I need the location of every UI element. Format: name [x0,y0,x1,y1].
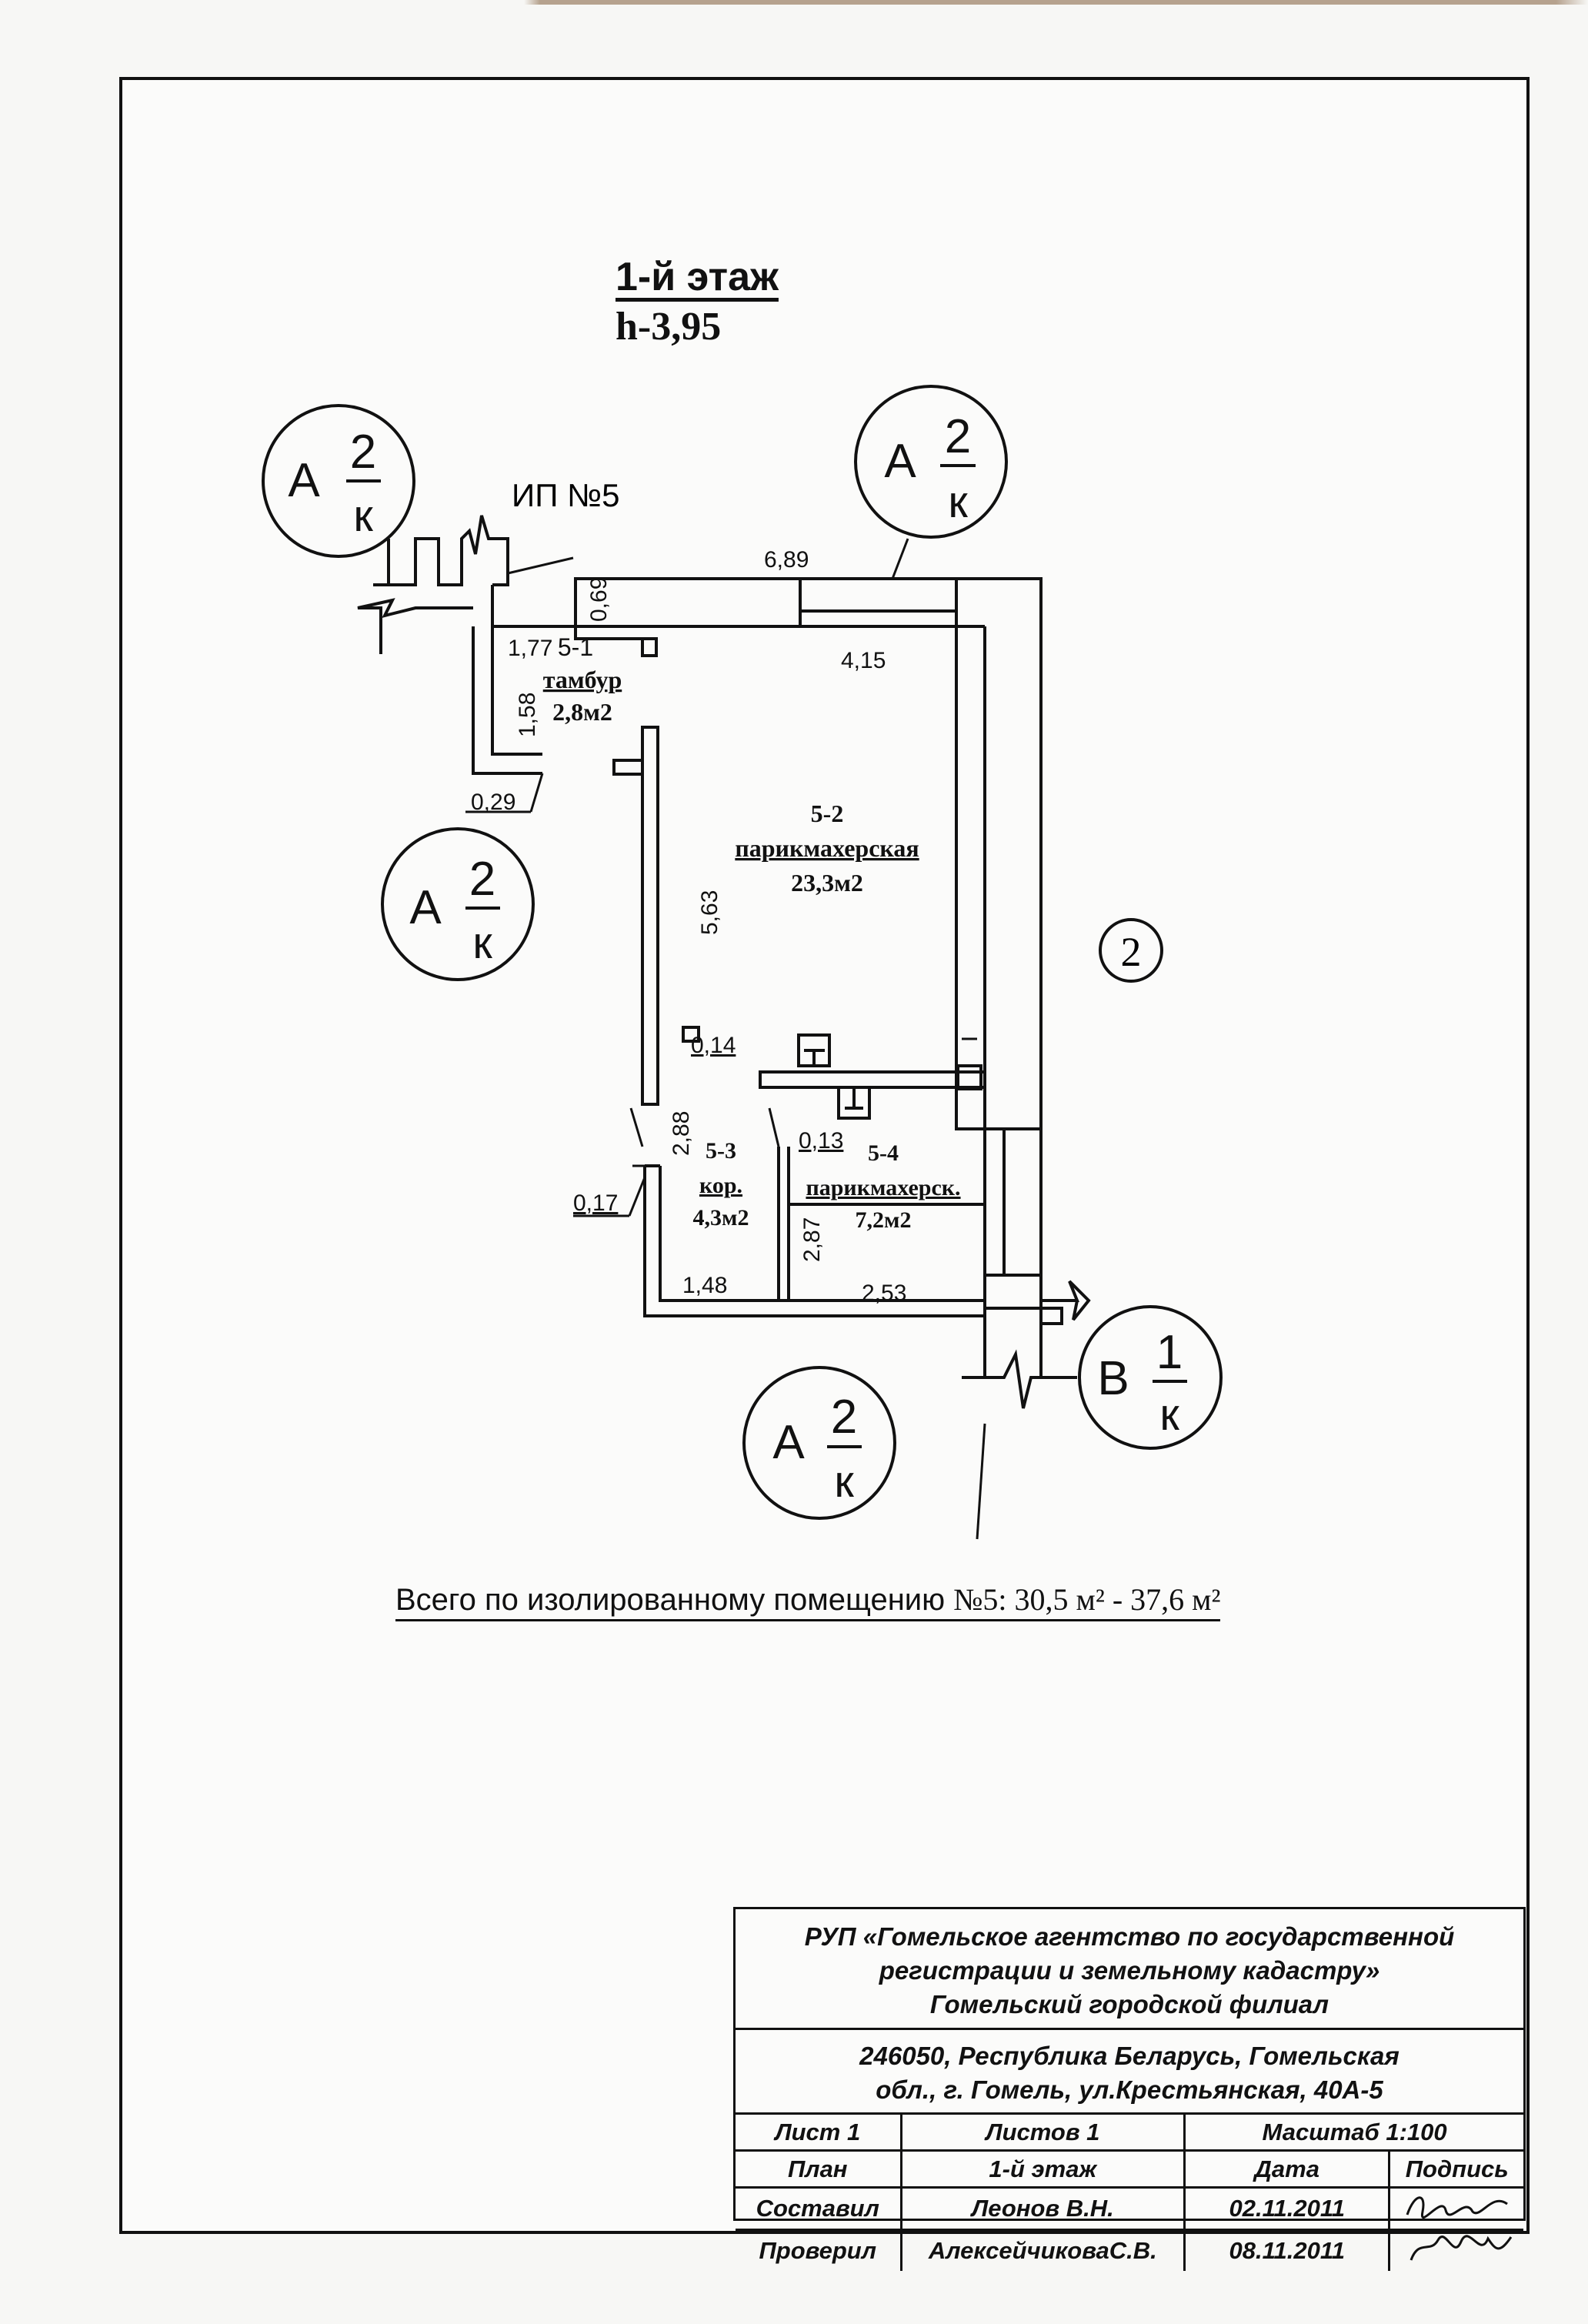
dim-4-15: 4,15 [841,648,886,673]
svg-text:к: к [472,918,492,968]
total-label: Всего по изолированному помещению [395,1583,946,1617]
floor-plan: А 2 к А 2 к А 2 к А 2 к В [262,385,1223,1540]
owner-label: ИП №5 [512,477,619,513]
svg-text:4,3м2: 4,3м2 [693,1205,749,1230]
dim-0-14: 0,14 [691,1033,736,1058]
room-5-4: 5-4 парикмахерск. 7,2м2 [806,1140,960,1233]
total-value: №5: 30,5 м² - 37,6 м² [953,1582,1221,1617]
stamp-row: Лист 1 Листов 1 Масштаб 1:100 [736,2115,1523,2152]
height-label: h-3,95 [616,305,722,349]
stamp-cell: АлексейчиковаС.В. [899,2229,1186,2271]
stamp-row: План 1-й этаж Дата Подпись [736,2149,1523,2189]
dim-1-48: 1,48 [682,1273,727,1298]
svg-text:А: А [772,1416,805,1469]
axis-marker: 2 [1099,918,1163,983]
section-marker-nw: А 2 к [262,404,415,558]
stamp-row: Проверил АлексейчиковаС.В. 08.11.2011 [736,2229,1523,2271]
svg-text:2: 2 [1121,929,1142,975]
dim-0-29: 0,29 [471,790,515,815]
dim-0-17: 0,17 [573,1190,618,1216]
svg-text:к: к [1159,1390,1179,1440]
svg-text:парикмахерская: парикмахерская [735,834,919,862]
svg-text:тамбур: тамбур [543,666,622,693]
partition-middle [759,1070,986,1089]
svg-text:А: А [288,454,320,507]
stamp-cell: Дата [1183,2149,1391,2189]
svg-text:5-3: 5-3 [706,1138,736,1164]
dim-2-53: 2,53 [862,1281,906,1306]
section-marker-ne: А 2 к [854,385,1008,539]
svg-text:к: к [834,1457,854,1507]
stamp-cell: 1-й этаж [899,2149,1186,2189]
stamp-cell: Леонов В.Н. [899,2186,1186,2231]
dim-0-13: 0,13 [799,1128,843,1154]
svg-text:В: В [1097,1352,1129,1405]
svg-text:2,8м2: 2,8м2 [552,698,612,726]
room-5-3: 5-3 кор. 4,3м2 [693,1138,749,1230]
dim-6-89: 6,89 [764,547,809,573]
svg-text:2: 2 [350,426,376,479]
wall-right-lower [983,1127,1043,1277]
address-block: 246050, Республика Беларусь, Гомельская … [736,2030,1523,2115]
org-line-3: Гомельский городской филиал [929,1990,1329,2018]
svg-text:5-1: 5-1 [558,633,593,661]
org-block: РУП «Гомельское агентство по государстве… [736,1909,1523,2030]
title-block: РУП «Гомельское агентство по государстве… [733,1907,1526,2271]
section-marker-w: А 2 к [381,827,535,981]
svg-text:23,3м2: 23,3м2 [791,869,863,897]
stamp-row: Составил Леонов В.Н. 02.11.2011 [736,2186,1523,2231]
org-line-1: РУП «Гомельское агентство по государстве… [804,1922,1455,1951]
room-5-2: 5-2 парикмахерская 23,3м2 [735,800,919,897]
dimension-labels: 6,89 0,69 1,77 4,15 1,58 0,29 5,63 0,14 … [471,547,906,1306]
svg-text:кор.: кор. [699,1173,742,1198]
signature-leonov [1388,2186,1523,2231]
svg-text:к: к [948,477,968,527]
section-markers: А 2 к А 2 к А 2 к А 2 к В [262,385,1223,1520]
signature-aleksejchikova [1388,2229,1523,2271]
total-area-line: Всего по изолированному помещению №5: 30… [395,1581,1221,1621]
dim-0-69: 0,69 [586,577,612,622]
stamp-cell: Составил [736,2186,902,2231]
stamp-cell: План [736,2149,902,2189]
stamp-cell: Масштаб 1:100 [1183,2115,1523,2152]
stamp-cell: 02.11.2011 [1183,2186,1391,2231]
svg-text:2: 2 [945,410,971,463]
svg-text:А: А [884,435,916,488]
svg-text:2: 2 [469,853,495,906]
org-line-2: регистрации и земельному кадастру» [879,1956,1380,1985]
svg-text:5-4: 5-4 [868,1140,899,1166]
scan-edge [0,0,1588,5]
svg-text:парикмахерск.: парикмахерск. [806,1175,960,1200]
svg-text:7,2м2: 7,2м2 [856,1207,912,1233]
dim-2-87: 2,87 [799,1217,825,1262]
svg-text:2: 2 [831,1391,857,1444]
stamp-cell: Проверил [736,2229,902,2271]
wall-right [955,577,1043,1130]
svg-text:к: к [353,491,373,541]
partition-west [641,726,659,1106]
stamp-cell: Лист 1 [736,2115,902,2152]
dim-1-77: 1,77 [508,636,552,661]
section-marker-s: А 2 к [742,1366,896,1520]
stamp-table: Лист 1 Листов 1 Масштаб 1:100 План 1-й э… [736,2115,1523,2271]
room-5-1: 5-1 тамбур 2,8м2 [543,633,622,726]
section-marker-se: В 1 к [1078,1305,1223,1450]
stamp-cell: Подпись [1388,2149,1523,2189]
wall-top [574,577,958,628]
dim-2-88: 2,88 [669,1111,694,1156]
svg-text:5-2: 5-2 [811,800,844,827]
address-line-1: 246050, Республика Беларусь, Гомельская [859,2042,1400,2070]
dim-1-58: 1,58 [515,693,540,737]
address-line-2: обл., г. Гомель, ул.Крестьянская, 40А-5 [876,2075,1383,2104]
svg-text:1: 1 [1156,1326,1183,1379]
svg-text:А: А [409,881,442,934]
drawing-frame [119,77,1530,2234]
dim-5-63: 5,63 [697,890,722,935]
stamp-cell: 08.11.2011 [1183,2229,1391,2271]
floor-title: 1-й этаж [616,255,779,299]
stamp-cell: Листов 1 [899,2115,1186,2152]
